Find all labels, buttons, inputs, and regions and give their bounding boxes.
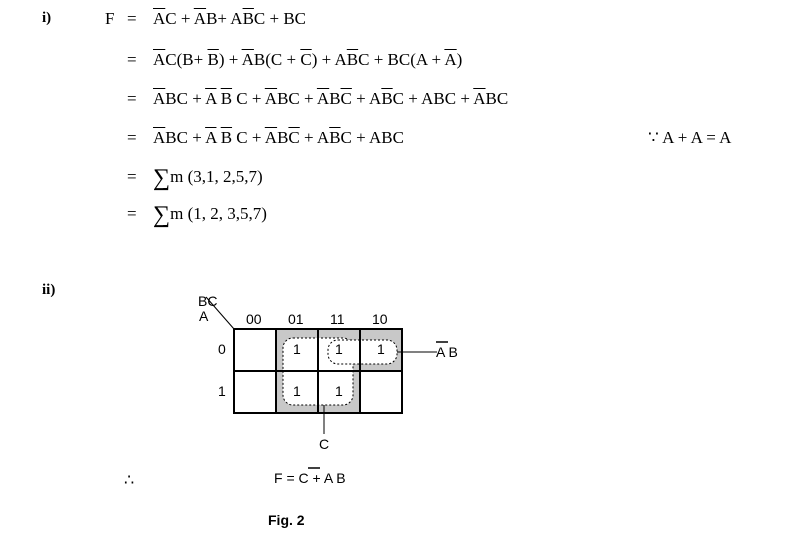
expr-text: C + [165, 9, 194, 28]
part-ii-label: ii) [42, 282, 56, 298]
equation-line: = ∑m (3,1, 2,5,7) [105, 165, 263, 191]
kmap-col-header: 00 [246, 311, 262, 327]
expr-text: BC + [165, 89, 206, 108]
expr-text: BC [485, 89, 509, 108]
complemented-term: A [153, 9, 166, 28]
kmap-cell: 1 [293, 383, 301, 399]
kmap-col-header: 01 [288, 311, 304, 327]
complemented-term: B [220, 128, 233, 147]
label-a-bar: A [436, 344, 445, 360]
complemented-term: B [381, 89, 393, 108]
equals-sign: = [127, 50, 137, 69]
kmap-cell: 1 [335, 341, 343, 357]
expr-text: C(B+ [165, 50, 208, 69]
expr-text: C + ABC + [392, 89, 474, 108]
expr-text: + A [299, 128, 330, 147]
complemented-term: A [264, 128, 278, 147]
result-post: B [332, 470, 346, 486]
simplified-result: F = C + A B [274, 470, 346, 486]
complemented-term: A [153, 128, 166, 147]
expr-text: C + BC(A + [358, 50, 445, 69]
kmap-col-header: 10 [372, 311, 388, 327]
equation-line: =AC(B+ B) + AB(C + C) + ABC + BC(A + A) [105, 49, 462, 71]
equation-line: F=AC + AB+ ABC + BC [105, 8, 306, 30]
expr-text: B(C + [253, 50, 301, 69]
sigma-symbol: ∑ [153, 202, 171, 228]
kmap-row-header: 0 [218, 341, 226, 357]
label-b: B [448, 344, 458, 360]
complemented-term: B [242, 9, 254, 28]
expr-text: ) [456, 50, 463, 69]
therefore-symbol: ∴ [124, 472, 135, 489]
result-pre: F = C + [274, 470, 324, 486]
kmap-cell: 1 [293, 341, 301, 357]
expr-text: m (1, 2, 3,5,7) [170, 204, 267, 223]
sigma-symbol: ∑ [153, 165, 171, 191]
kmap-row-header: 1 [218, 383, 226, 399]
expr-text: ) + A [311, 50, 347, 69]
complemented-term: A [193, 9, 207, 28]
kmap-col-header: 11 [330, 311, 345, 327]
idempotent-note: ∵ A + A = A [648, 128, 732, 147]
equals-sign: = [127, 204, 137, 223]
equals-sign: = [127, 9, 137, 28]
group-label-abar-b: A B [436, 344, 458, 360]
lhs: F [105, 9, 115, 28]
complemented-term: A [153, 89, 166, 108]
complemented-term: A [205, 128, 217, 147]
complemented-term: B [346, 50, 359, 69]
expr-text: m (3,1, 2,5,7) [170, 167, 263, 186]
expr-text: C + BC [253, 9, 307, 28]
complemented-term: B [207, 50, 219, 69]
figure-caption: Fig. 2 [268, 512, 305, 528]
kmap-cell: 1 [335, 383, 343, 399]
complemented-term: C [340, 89, 352, 108]
expr-text: C + ABC [340, 128, 404, 147]
complemented-term: A [444, 50, 457, 69]
group-label-c: C [319, 436, 330, 452]
part-i-label: i) [42, 10, 52, 26]
kmap-col-var: BC [198, 293, 218, 309]
complemented-term: A [153, 50, 166, 69]
complemented-term: B [329, 128, 341, 147]
expr-text: C + [232, 89, 265, 108]
expr-text: ) + [218, 50, 242, 69]
kmap-cell: 1 [377, 341, 385, 357]
complemented-term: C [300, 50, 312, 69]
complemented-term: A [241, 50, 254, 69]
equals-sign: = [127, 167, 137, 186]
expr-text: B+ A [206, 9, 243, 28]
equals-sign: = [127, 128, 137, 147]
loop-abar-b [327, 339, 398, 365]
expr-text: BC + [277, 89, 317, 108]
result-a: A [323, 470, 333, 486]
complemented-term: A [264, 89, 278, 108]
complemented-term: A [316, 89, 330, 108]
equation-line: =ABC + A B C + ABC + ABC + ABC [105, 127, 404, 149]
expr-text: B [329, 89, 341, 108]
expr-text: B [277, 128, 289, 147]
complemented-term: A [205, 89, 217, 108]
equation-line: = ∑m (1, 2, 3,5,7) [105, 202, 267, 228]
kmap-row-var: A [199, 308, 209, 324]
complemented-term: A [473, 89, 486, 108]
equation-line: =ABC + A B C + ABC + ABC + ABC + ABC + A… [105, 88, 508, 110]
equals-sign: = [127, 89, 137, 108]
expr-text: + A [351, 89, 382, 108]
complemented-term: B [220, 89, 233, 108]
expr-text: BC + [165, 128, 206, 147]
complemented-term: C [288, 128, 300, 147]
expr-text: C + [232, 128, 265, 147]
